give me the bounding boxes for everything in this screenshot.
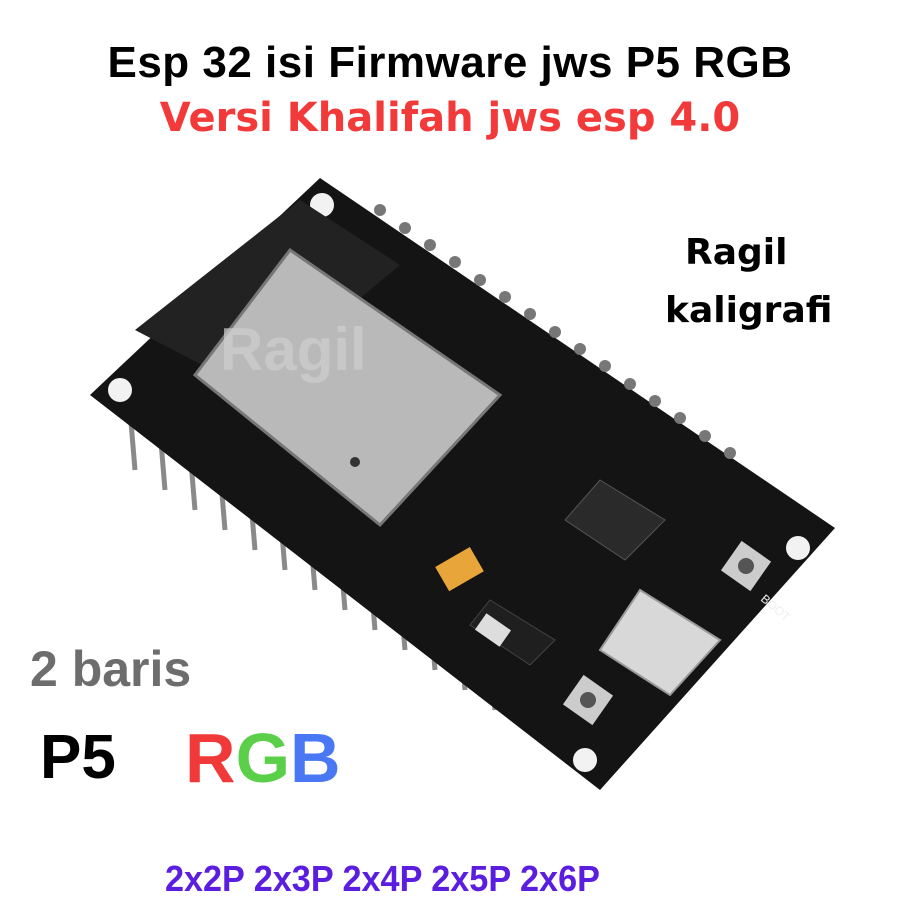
brand-line-1: Ragil	[685, 232, 788, 273]
mount-hole	[573, 748, 597, 772]
regulator	[469, 599, 556, 666]
panel-sizes: 2x2P 2x3P 2x4P 2x5P 2x6P	[165, 858, 600, 899]
micro-usb-port	[598, 588, 722, 697]
rows-label: 2 baris	[30, 641, 192, 697]
header-pins-top	[374, 204, 736, 459]
watermark: Ragil	[220, 316, 367, 383]
rgb-label: RGB	[185, 718, 341, 798]
brand-line-2: kaligrafi	[665, 290, 833, 331]
rgb-r: R	[185, 719, 236, 797]
mount-hole	[786, 536, 810, 560]
usb-uart-chip	[564, 479, 666, 561]
rgb-b: B	[290, 719, 341, 797]
boot-label: BOOT	[758, 592, 794, 625]
diode	[474, 613, 512, 647]
page-title: Esp 32 isi Firmware jws P5 RGB	[107, 38, 793, 87]
esp32-module	[192, 247, 503, 528]
panel-type: P5	[40, 723, 116, 792]
version-subtitle: Versi Khalifah jws esp 4.0	[159, 95, 741, 141]
mount-hole	[108, 378, 132, 402]
capacitor	[435, 547, 484, 592]
rgb-g: G	[235, 719, 291, 797]
